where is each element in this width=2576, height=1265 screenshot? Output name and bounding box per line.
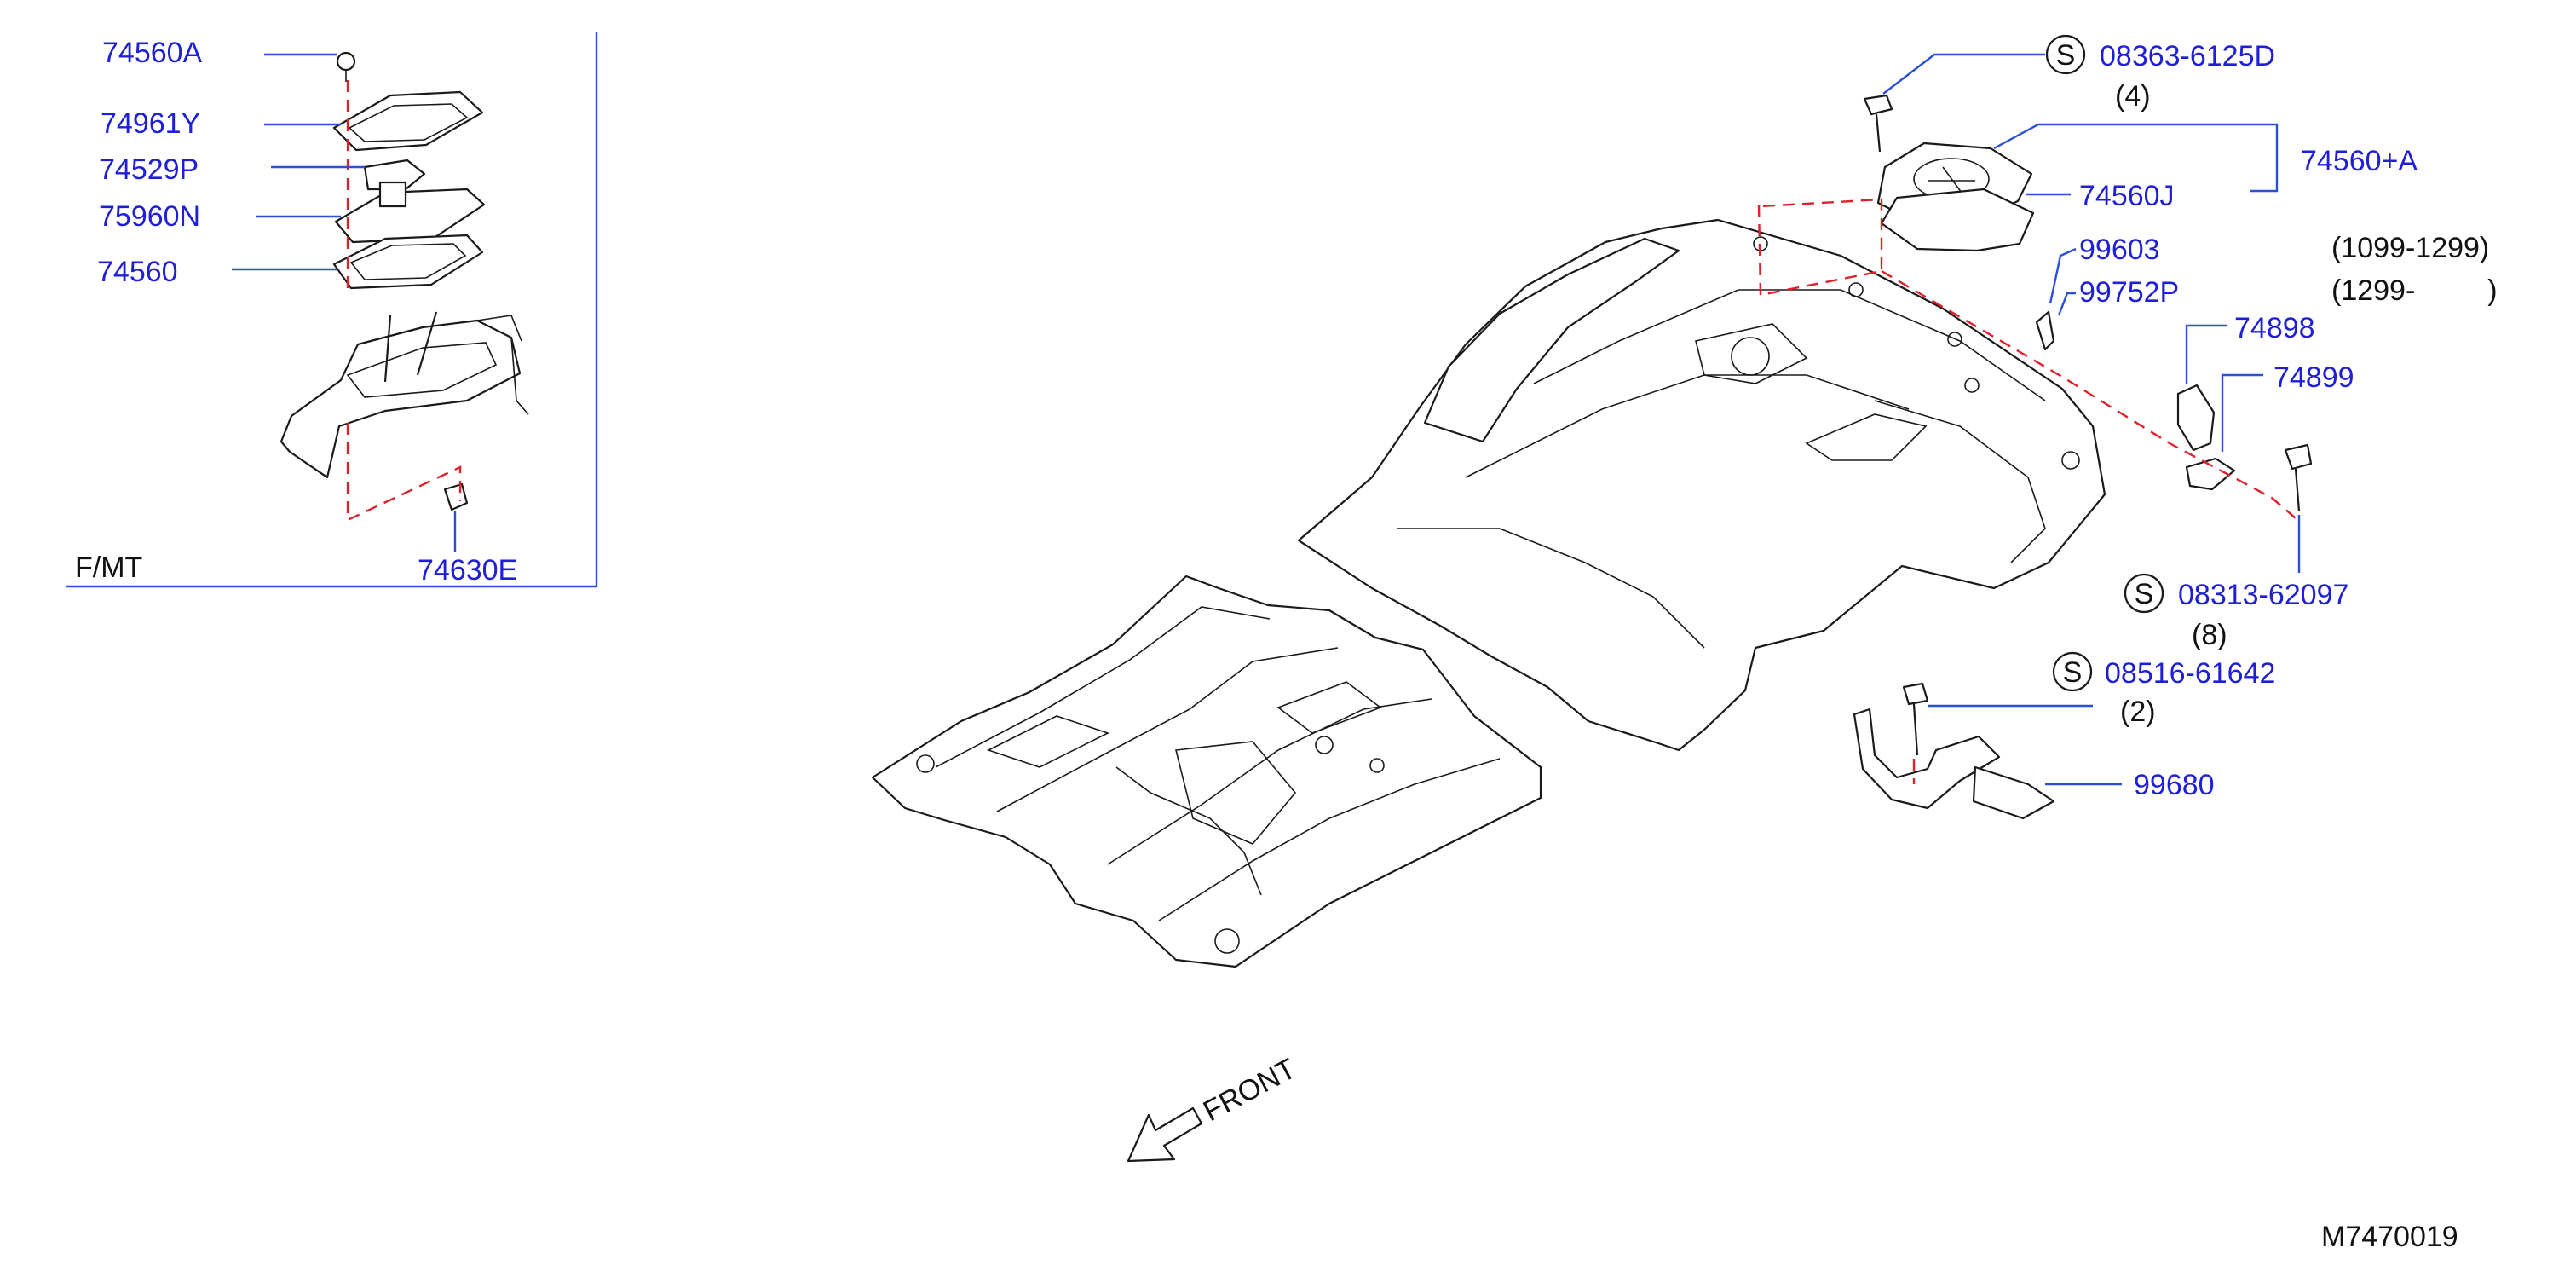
callout-qty: (4) (2115, 80, 2151, 113)
callout-qty: (8) (2192, 619, 2227, 651)
callout-74560J: 74560J (2079, 180, 2175, 212)
inset-part-74961Y: 74961Y (101, 107, 200, 140)
front-arrow-icon (1127, 1106, 1203, 1163)
inset-part-74560: 74560 (97, 256, 178, 288)
standard-part-symbol: S (2124, 573, 2164, 614)
callout-74898: 74898 (2234, 312, 2315, 344)
alignment-line-clips (1881, 269, 2297, 519)
callout-99603: 99603 (2079, 234, 2160, 266)
front-floor-panel-drawing (871, 575, 1542, 968)
alignment-line-lid (1757, 198, 1883, 297)
callout-74899: 74899 (2273, 361, 2354, 394)
leader-lines (1882, 53, 2301, 786)
svg-text:S: S (2135, 578, 2154, 610)
inset-part-74560A: 74560A (102, 37, 203, 69)
callout-qty: (2) (2120, 696, 2156, 728)
svg-text:S: S (2063, 656, 2083, 689)
service-hole-lid-drawing (1863, 94, 2035, 252)
callout-74560+A: 74560+A (2301, 145, 2418, 177)
callout-99680: 99680 (2134, 769, 2215, 801)
svg-text:S: S (2056, 39, 2076, 72)
clip-parts-drawing (2035, 310, 2313, 512)
callout-08516-61642: 08516-61642 (2105, 657, 2275, 690)
diagram-code: M7470019 (2321, 1221, 2458, 1253)
inset-part-75960N: 75960N (99, 200, 200, 233)
inset-panel: 74560A 74961Y 74529P 75960N 74560 74630E… (66, 32, 598, 588)
standard-part-symbol: S (2052, 651, 2093, 692)
inset-caption: F/MT (75, 552, 142, 584)
inset-part-74529P: 74529P (99, 153, 199, 186)
shifter-assembly-drawing (279, 51, 529, 522)
callout-08313-62097: 08313-62097 (2178, 579, 2348, 611)
rear-floor-panel-drawing (1297, 218, 2106, 752)
inset-part-74630E: 74630E (418, 554, 517, 586)
standard-part-symbol: S (2045, 34, 2086, 75)
battery-bracket-drawing (1853, 682, 2055, 820)
callout-08363-6125D: 08363-6125D (2100, 40, 2275, 72)
front-direction-label: FRONT (1198, 1053, 1301, 1129)
inset-frame (66, 32, 598, 588)
callout-note: (1299- ) (2331, 274, 2498, 307)
callout-note: (1099-1299) (2331, 232, 2489, 264)
callout-99752P: 99752P (2079, 276, 2179, 309)
